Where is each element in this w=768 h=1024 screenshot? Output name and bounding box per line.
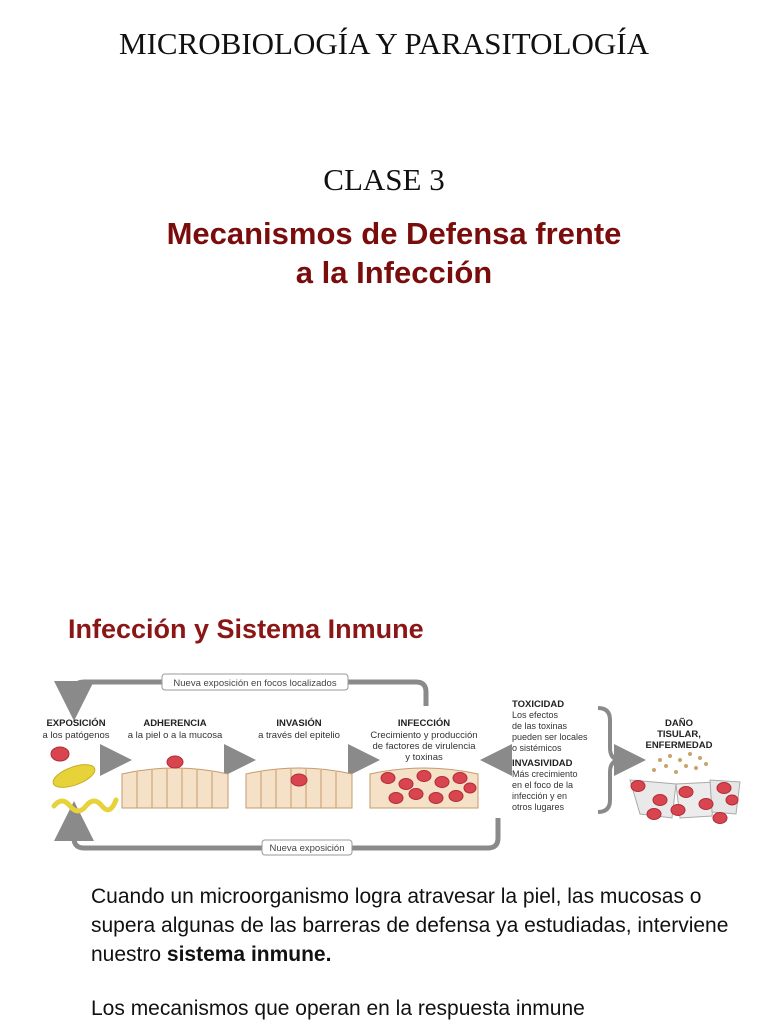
damaged-tissue bbox=[629, 752, 741, 824]
stage-exposure-title: EXPOSICIÓN bbox=[46, 717, 105, 729]
toxicity-desc-4: o sistémicos bbox=[512, 743, 562, 753]
damage-line-2: TISULAR, bbox=[657, 729, 701, 740]
invasiveness-desc-1: Más crecimiento bbox=[512, 769, 578, 779]
adherence-epithelium bbox=[121, 755, 229, 809]
outcomes-bracket bbox=[597, 706, 619, 814]
section-title: Infección y Sistema Inmune bbox=[68, 614, 424, 644]
toxicity-title: TOXICIDAD bbox=[512, 699, 564, 710]
infection-diagram: Nueva exposición en focos localizados Nu… bbox=[42, 673, 741, 856]
damage-line-3: ENFERMEDAD bbox=[645, 740, 712, 751]
toxicity-desc-2: de las toxinas bbox=[512, 721, 568, 731]
infection-epithelium bbox=[369, 767, 479, 809]
pathogen-bacillus bbox=[52, 764, 96, 788]
stage-adherence-title: ADHERENCIA bbox=[143, 718, 206, 729]
top-loop-label: Nueva exposición en focos localizados bbox=[173, 678, 336, 689]
main-title-line1: Mecanismos de Defensa frente bbox=[166, 216, 622, 251]
invasiveness-title: INVASIVIDAD bbox=[512, 758, 573, 769]
main-title-line2: a la Infección bbox=[295, 255, 493, 290]
main-title: Mecanismos de Defensa frente a la Infecc… bbox=[0, 214, 768, 292]
stage-invasion-desc: a través del epitelio bbox=[258, 730, 340, 741]
body-paragraph-1-text: Cuando un microorganismo logra atravesar… bbox=[91, 885, 729, 966]
stage-infection-desc-3: y toxinas bbox=[405, 752, 443, 763]
invasion-epithelium bbox=[245, 767, 353, 809]
body-paragraph-1-bold: sistema inmune. bbox=[166, 943, 332, 966]
toxicity-desc-3: pueden ser locales bbox=[512, 732, 588, 742]
toxicity-desc-1: Los efectos bbox=[512, 710, 559, 720]
invasiveness-desc-2: en el foco de la bbox=[512, 780, 573, 790]
body-paragraph-1: Cuando un microorganismo logra atravesar… bbox=[91, 882, 731, 969]
stage-invasion-title: INVASIÓN bbox=[276, 717, 321, 729]
stage-infection-desc-1: Crecimiento y producción bbox=[370, 730, 477, 741]
stage-infection-desc-2: de factores de virulencia bbox=[373, 741, 477, 752]
class-number: CLASE 3 bbox=[323, 162, 445, 197]
invasiveness-desc-3: infección y en bbox=[512, 791, 567, 801]
stage-exposure-desc: a los patógenos bbox=[42, 730, 109, 741]
pathogen-coccus bbox=[50, 746, 70, 762]
course-title: MICROBIOLOGÍA Y PARASITOLOGÍA bbox=[119, 26, 649, 61]
invasiveness-desc-4: otros lugares bbox=[512, 802, 565, 812]
damage-line-1: DAÑO bbox=[665, 718, 693, 729]
stage-adherence-desc: a la piel o a la mucosa bbox=[128, 730, 223, 741]
bottom-loop-label: Nueva exposición bbox=[270, 843, 345, 854]
body-paragraph-2: Los mecanismos que operan en la respuest… bbox=[91, 997, 585, 1020]
stage-infection-title: INFECCIÓN bbox=[398, 717, 450, 729]
pathogen-spirillum bbox=[51, 797, 119, 814]
